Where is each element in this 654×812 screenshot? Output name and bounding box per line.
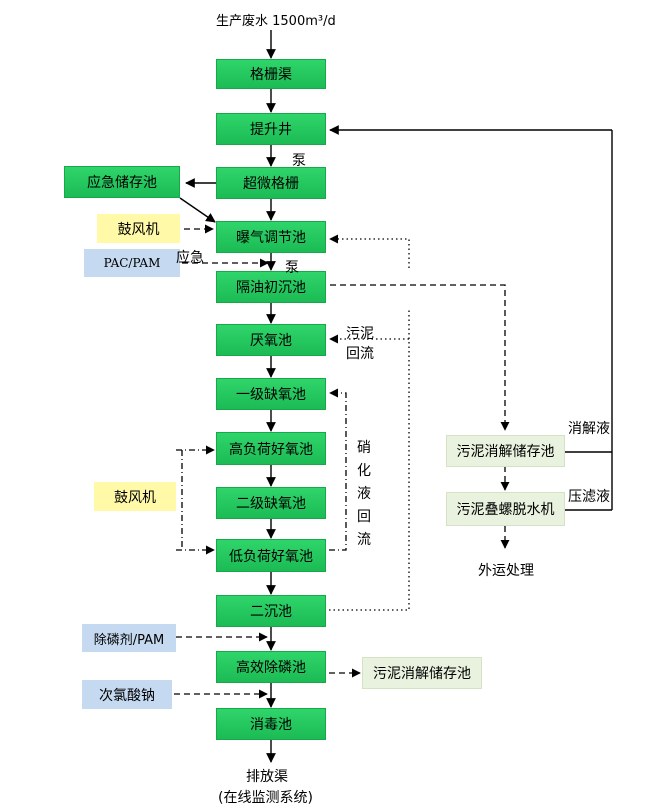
lift-well: 提升井 (216, 113, 326, 145)
nitrate-return-line (329, 388, 347, 551)
oil-separation-tank: 隔油初沉池 (216, 271, 326, 303)
nitrate-return-label: 化 (357, 463, 371, 479)
phosphorus-agent-dosing: 除磷剂/PAM (82, 624, 176, 652)
pump-label: 泵 (292, 153, 306, 169)
filtrate-label: 压滤液 (568, 489, 610, 505)
online-monitoring-label: (在线监测系统) (218, 790, 313, 806)
high-load-aerobic-tank: 高负荷好氧池 (216, 432, 326, 465)
anoxic-tank-2: 二级缺氧池 (216, 487, 326, 519)
micro-grid: 超微格栅 (216, 167, 326, 199)
sludge-return-label: 回流 (346, 346, 374, 362)
secondary-settling-tank: 二沉池 (216, 595, 326, 627)
nitrate-return-label: 流 (357, 532, 371, 548)
anoxic-tank-1: 一级缺氧池 (216, 378, 326, 410)
emergency-storage-tank: 应急储存池 (64, 166, 180, 198)
blower-1: 鼓风机 (97, 214, 180, 243)
sludge-digestion-storage-tank-2: 污泥消解储存池 (362, 657, 482, 689)
influent-label: 生产废水 1500m³/d (216, 14, 336, 29)
discharge-channel-label: 排放渠 (246, 769, 288, 785)
digest-liquid-label: 消解液 (568, 421, 610, 437)
aeration-regulating-tank: 曝气调节池 (216, 221, 326, 253)
pac-pam-dosing: PAC/PAM (84, 249, 180, 277)
sludge-line (330, 284, 510, 431)
sludge-return-line (329, 234, 410, 268)
emergency-label: 应急 (176, 250, 204, 266)
pump-label: 泵 (285, 260, 299, 276)
anaerobic-tank: 厌氧池 (216, 324, 326, 356)
blower-2: 鼓风机 (94, 482, 176, 511)
nitrate-return-label: 回 (357, 509, 371, 525)
nitrate-return-label: 硝 (357, 440, 371, 456)
sodium-hypochlorite-dosing: 次氯酸钠 (82, 680, 172, 709)
grid-channel: 格栅渠 (216, 59, 326, 89)
sludge-screw-dewaterer: 污泥叠螺脱水机 (446, 492, 565, 526)
phosphorus-removal-tank: 高效除磷池 (216, 651, 326, 683)
sludge-return-label: 污泥 (346, 326, 374, 342)
nitrate-return-label: 液 (357, 486, 371, 502)
disinfection-tank: 消毒池 (216, 708, 326, 740)
outbound-disposal-label: 外运处理 (478, 563, 534, 579)
sludge-digestion-storage-tank: 污泥消解储存池 (446, 435, 565, 467)
low-load-aerobic-tank: 低负荷好氧池 (216, 539, 326, 572)
flow-arrow (179, 197, 216, 223)
